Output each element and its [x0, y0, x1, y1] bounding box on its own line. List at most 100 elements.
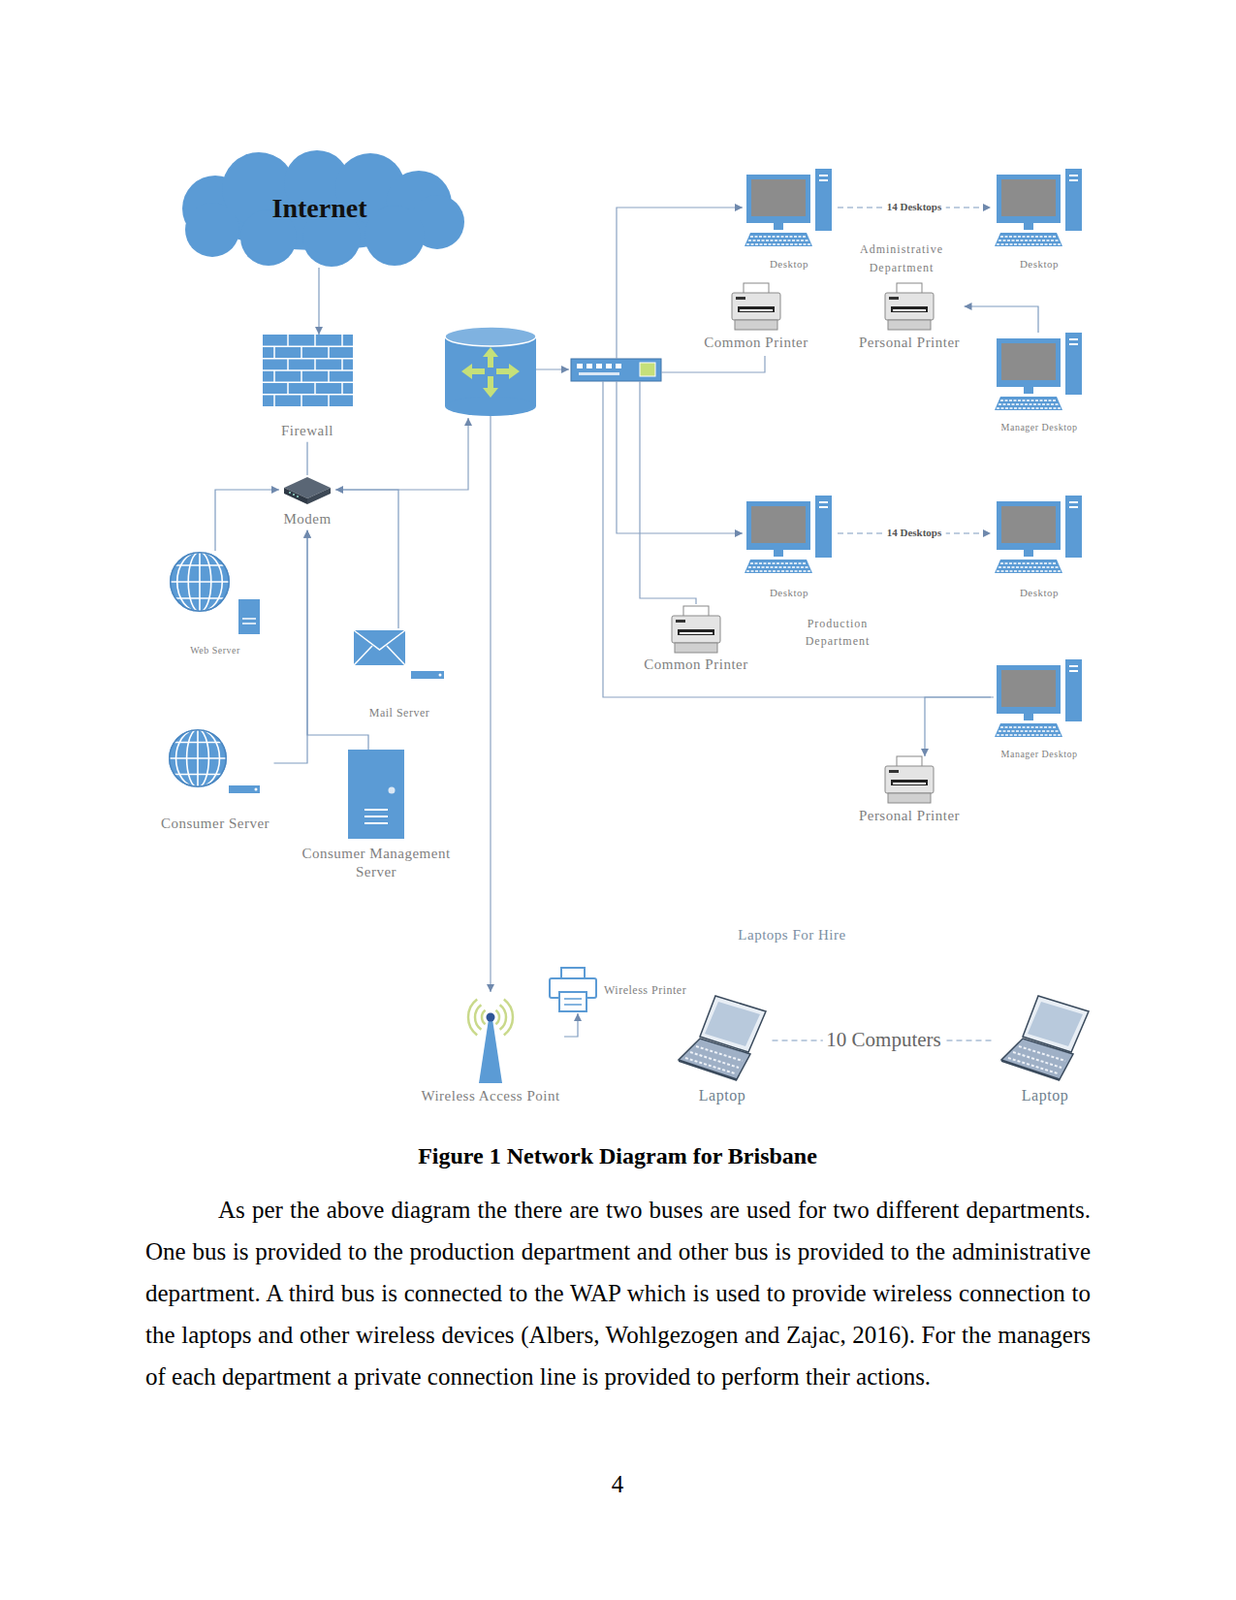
modem-light	[292, 493, 295, 496]
tower	[815, 168, 832, 231]
device-light	[254, 788, 258, 792]
printer: Common Printer	[639, 605, 753, 676]
printer-paper	[561, 967, 585, 979]
tower-slot	[1069, 665, 1078, 667]
monitor-frame	[746, 501, 811, 550]
brick-joint	[314, 334, 317, 347]
device-label: Common Printer	[643, 655, 748, 674]
tower-slot	[1069, 174, 1078, 177]
keyboard-keys	[996, 570, 1061, 572]
connector	[964, 306, 1040, 333]
printer-body	[885, 765, 934, 793]
brick-joint	[300, 346, 303, 358]
switch-port	[596, 363, 603, 369]
device-label: Manager Desktop	[1001, 421, 1078, 435]
globe-parallel	[174, 597, 225, 600]
desktop-icon	[994, 659, 1084, 739]
keyboard-keys	[998, 566, 1059, 569]
brick-joint	[262, 369, 353, 372]
tower-slot	[819, 174, 828, 177]
monitor-frame	[746, 174, 811, 223]
printer-panel	[888, 769, 899, 773]
monitor-screen	[1001, 506, 1056, 543]
printer-panel	[888, 296, 899, 300]
globe-rim	[169, 729, 226, 787]
switch-uplink	[639, 362, 656, 377]
laptop-keys	[690, 1051, 739, 1068]
device-box	[411, 670, 444, 679]
brick-joint	[273, 346, 276, 358]
brick-joint	[300, 394, 303, 407]
connector	[215, 489, 280, 551]
router-base	[444, 396, 537, 416]
printer-sheet	[679, 632, 713, 634]
tower-slot	[819, 506, 828, 508]
modem-light	[288, 491, 291, 494]
globe	[169, 551, 230, 612]
department-label: Production Department	[783, 614, 892, 650]
envelope-fold	[386, 645, 406, 666]
manager-computer: Manager Desktop	[990, 659, 1088, 763]
keyboard	[994, 396, 1063, 411]
desktop-icon	[994, 332, 1084, 412]
monitor-frame	[996, 174, 1061, 223]
laptop: Laptop	[672, 993, 773, 1108]
printer-slot	[677, 629, 715, 635]
keyboard-keys	[996, 733, 1061, 736]
laptop-keys	[1018, 1045, 1066, 1061]
monitor-frame	[996, 501, 1061, 550]
monitor-stand	[1023, 713, 1034, 721]
wireless-access-point: Wireless Access Point	[416, 993, 565, 1108]
globe-parallel	[173, 773, 222, 776]
printer: Common Printer	[699, 283, 813, 354]
body-paragraph: As per the above diagram the there are t…	[145, 1188, 1091, 1397]
brick-joint	[341, 358, 344, 371]
router-arrow	[482, 376, 499, 398]
envelope-fold	[353, 645, 373, 666]
tower-icon	[348, 749, 405, 839]
connector	[306, 442, 308, 476]
consumer-icon	[166, 727, 264, 797]
laptop-keys	[696, 1045, 743, 1061]
printer-panel	[675, 619, 686, 623]
device-label: Desktop	[1019, 257, 1059, 272]
printer-slot	[890, 779, 928, 786]
wap-icon	[456, 993, 525, 1083]
printer-line	[564, 997, 582, 1000]
desktop-icon	[994, 168, 1084, 249]
brick-joint	[286, 358, 289, 371]
printer-icon	[669, 605, 723, 655]
switch-port	[605, 363, 612, 369]
mail-icon	[350, 628, 448, 683]
server-line	[364, 815, 388, 818]
tower-slot	[1069, 343, 1078, 346]
desktop-computer: Desktop	[990, 495, 1088, 603]
firewall-wall	[262, 334, 353, 407]
brick-joint	[262, 381, 353, 384]
tower-slot	[1069, 669, 1078, 672]
wires	[339, 207, 994, 992]
keyboard-keys	[1000, 235, 1057, 238]
device-label: Modem	[283, 509, 331, 529]
tower-slot	[1069, 506, 1078, 508]
cloud-part	[185, 202, 240, 257]
device-label: Laptop	[1021, 1085, 1069, 1106]
wire	[602, 380, 994, 698]
tower-slot	[819, 501, 828, 504]
switch-port	[586, 363, 593, 369]
device-label: Firewall	[281, 421, 334, 441]
laptop-icon	[676, 993, 769, 1081]
device-label: Wireless Printer	[603, 982, 687, 998]
monitor-screen	[1001, 343, 1056, 381]
brick-joint	[262, 346, 353, 349]
connector	[924, 697, 991, 757]
router-top	[444, 326, 537, 347]
server-line	[242, 622, 256, 625]
tower	[815, 495, 832, 558]
device-label: Common Printer	[703, 333, 808, 352]
printer-base	[887, 792, 931, 803]
printer-base	[887, 319, 931, 330]
laptop-screen	[704, 1001, 761, 1046]
desktop-computer: Desktop	[740, 168, 838, 274]
monitor-screen	[1001, 669, 1056, 707]
